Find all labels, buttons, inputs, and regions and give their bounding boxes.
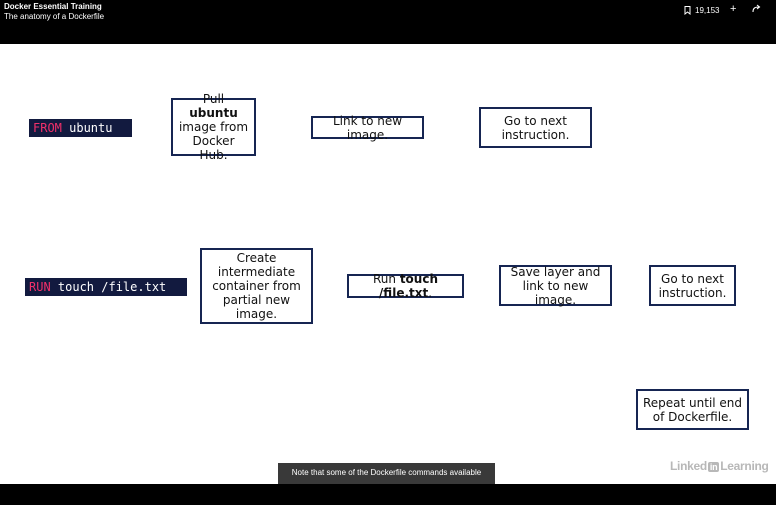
code-keyword: RUN [29,280,51,294]
share-icon [752,4,761,13]
step-save-layer: Save layer and link to new image. [499,264,612,307]
step-text: Create intermediate container from parti… [212,251,301,321]
step-create-container: Create intermediate container from parti… [200,248,313,324]
top-bar: Docker Essential Training The anatomy of… [0,0,776,44]
step-text-bold: ubuntu [189,106,238,120]
player-controls-bar[interactable] [0,484,776,505]
step-text-bold: touch /file.txt [378,272,438,300]
share-button[interactable] [752,4,762,13]
bookmark-count: 19,153 [695,6,720,15]
step-text: Go to next instruction. [658,271,727,300]
step-text-pre: Pull [202,92,225,106]
step-text-post: image from Docker Hub. [178,120,249,162]
step-repeat: Repeat until end of Dockerfile. [636,389,749,430]
video-title: The anatomy of a Dockerfile [4,12,105,21]
code-from-ubuntu: FROM ubuntu [29,119,132,137]
code-run-touch: RUN touch /file.txt [25,278,187,296]
step-text: Repeat until end of Dockerfile. [642,395,743,424]
step-run-touch: Run touch /file.txt. [347,272,464,300]
step-next-instruction-2: Go to next instruction. [649,265,736,306]
step-text-pre: Run [372,272,400,286]
logo-in-badge: in [707,462,720,472]
code-text: ubuntu [61,121,113,135]
code-text: touch /file.txt [50,280,167,294]
bookmark-button[interactable]: 19,153 [684,6,719,15]
logo-text-post: Learning [720,459,769,473]
add-button[interactable]: + [730,3,736,15]
step-text-post: . [428,286,433,300]
add-icon: + [730,3,737,15]
step-text: Link to new image. [332,113,403,142]
step-text: Run touch /file.txt. [353,272,458,300]
step-link-new-image: Link to new image. [311,113,424,142]
step-text: Save layer and link to new image. [510,264,601,307]
course-title[interactable]: Docker Essential Training [4,2,102,11]
step-text: Go to next instruction. [501,113,570,142]
bookmark-icon [684,6,691,15]
code-keyword: FROM [33,121,62,135]
step-next-instruction-1: Go to next instruction. [479,107,592,148]
logo-text-pre: Linked [670,459,707,473]
